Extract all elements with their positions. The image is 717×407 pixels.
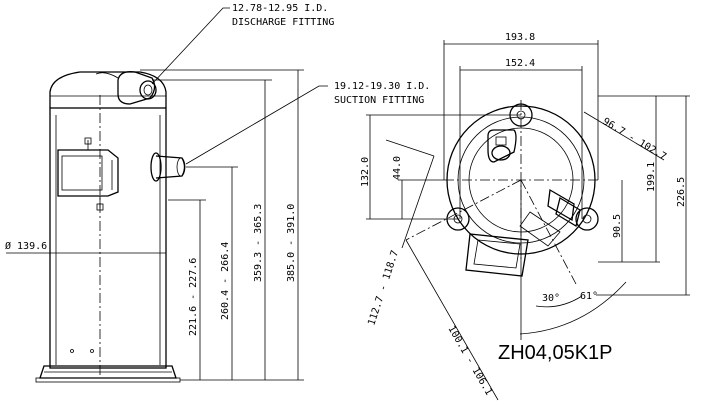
dim-label-226: 226.5: [676, 177, 687, 207]
angle-label-61: 61°: [580, 291, 598, 302]
dim-label-96: 96.7 - 102.7: [600, 116, 668, 163]
top-suction-fitting: [555, 196, 581, 228]
dim-line-100: [405, 239, 499, 401]
top-terminal-box: [465, 233, 529, 277]
side-view: 12.78-12.95 I.D. DISCHARGE FITTING 19.12…: [5, 3, 430, 383]
angle-arc-61: [519, 281, 627, 335]
dim-label-100: 100.1 - 106.1: [445, 324, 494, 397]
dim-label-193: 193.8: [505, 32, 535, 43]
suction-fitting: [150, 152, 162, 182]
dim-label-44: 44.0: [392, 156, 403, 180]
dim-label-359: 359.3 - 365.3: [253, 204, 264, 282]
top-discharge-fitting: [487, 129, 517, 163]
diameter-label: Ø 139.6: [5, 240, 47, 252]
dim-label-260: 260.4 - 266.4: [220, 242, 231, 320]
compressor-shell: [49, 107, 167, 369]
dim-label-199: 199.1: [646, 162, 657, 192]
angle-label-30: 30°: [542, 293, 560, 304]
suction-size-label: 19.12-19.30 I.D.: [334, 81, 430, 92]
discharge-size-label: 12.78-12.95 I.D.: [232, 3, 328, 14]
model-label: ZH04,05K1P: [498, 342, 613, 364]
dim-label-112: 112.7 - 118.7: [366, 249, 401, 327]
dim-label-152: 152.4: [505, 58, 535, 69]
dim-label-132: 132.0: [360, 157, 371, 187]
discharge-stub: [117, 71, 156, 105]
discharge-leader: [151, 7, 230, 85]
suction-fitting-label: SUCTION FITTING: [334, 95, 424, 106]
suction-leader: [185, 85, 328, 165]
angle-arc-30: [535, 295, 583, 308]
compressor-dome: [49, 71, 167, 108]
discharge-fitting-label: DISCHARGE FITTING: [232, 17, 334, 28]
terminal-box: [57, 149, 119, 197]
dim-line-96: [583, 111, 665, 161]
dim-label-90: 90.5: [612, 214, 623, 238]
dim-line-112: [401, 155, 435, 249]
mount-hole-right: [575, 207, 599, 231]
dim-label-385: 385.0 - 391.0: [286, 204, 297, 282]
dim-label-221: 221.6 - 227.6: [188, 258, 199, 336]
